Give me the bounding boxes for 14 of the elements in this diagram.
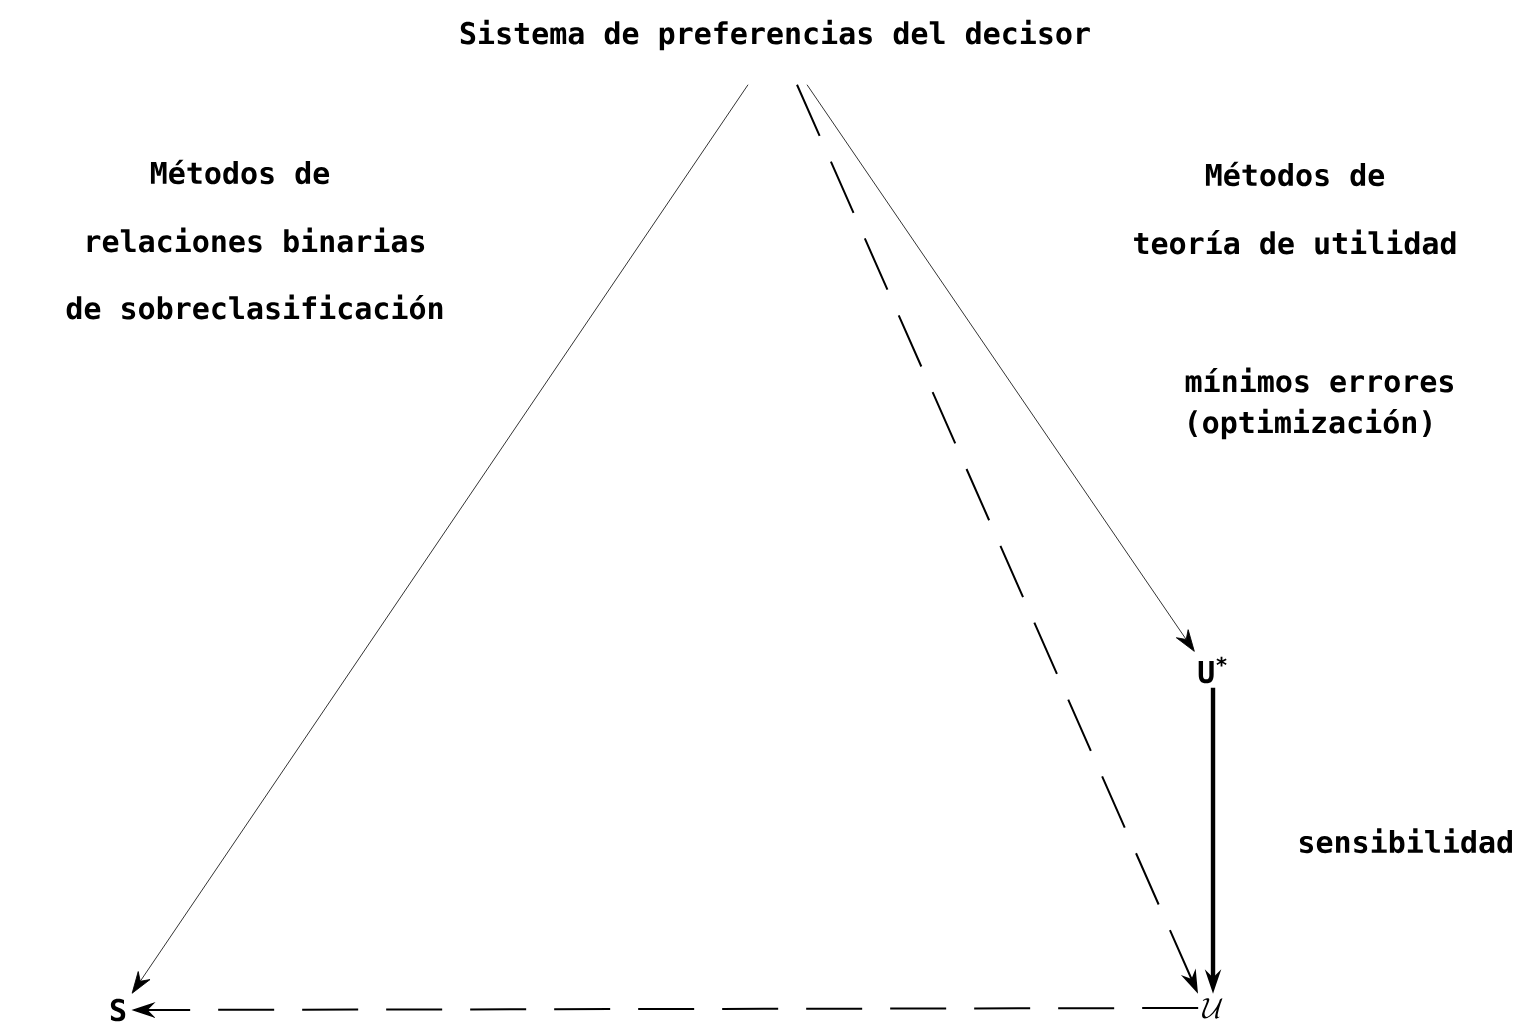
arrow bbox=[806, 84, 1195, 652]
node-label: $\mathcal{U}$ bbox=[1202, 998, 1223, 1019]
text-label: mínimos errores bbox=[1185, 367, 1453, 393]
text-label: teoría de utilidad bbox=[1134, 229, 1456, 255]
arrow bbox=[131, 84, 749, 994]
node-label: Sistema de preferencias del decisor bbox=[460, 19, 1090, 51]
text-label: Métodos de bbox=[150, 159, 330, 185]
node-label: U$^{*}$ bbox=[1198, 656, 1227, 684]
text-label: relaciones binarias bbox=[87, 227, 425, 253]
text-label: de sobreclasificación bbox=[66, 294, 443, 320]
text-label: Métodos de bbox=[1205, 161, 1385, 187]
edge-label: sensibilidad bbox=[1293, 824, 1519, 858]
text-label: (optimización) bbox=[1189, 408, 1431, 440]
node-label: S bbox=[110, 998, 126, 1022]
